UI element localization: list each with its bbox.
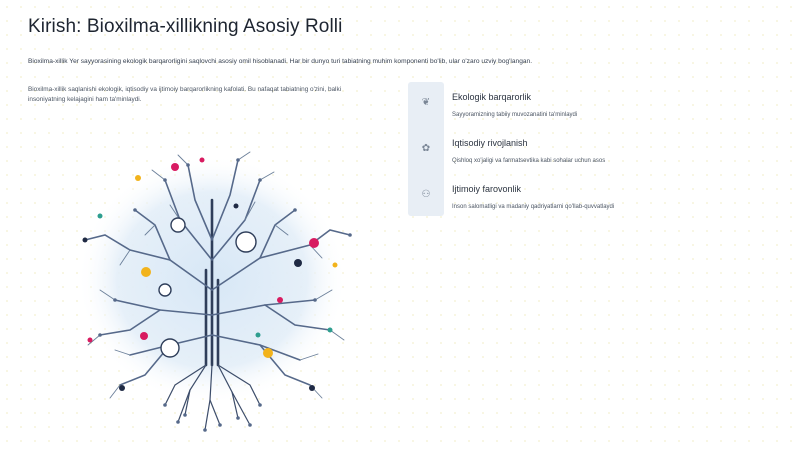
yellow-nodes [135, 175, 338, 358]
circuit-tree-illustration [77, 151, 352, 432]
navy-nodes [82, 203, 315, 391]
feature-ecological: ❦ Ekologik barqarorlik Sayyoramizning ta… [408, 82, 638, 128]
feature-title: Ekologik barqarorlik [452, 92, 532, 102]
tree-roots [164, 364, 261, 431]
feature-text: Sayyoramizning tabiiy muvozanatini ta'mi… [452, 112, 578, 118]
endpoint-dots [98, 158, 352, 432]
intro-paragraph: Bioxilma-xillik Yer sayyorasining ekolog… [28, 58, 533, 65]
leaf-icon: ❦ [421, 97, 431, 108]
feature-title: Ijtimoiy farovonlik [452, 184, 522, 194]
features-panel: ❦ Ekologik barqarorlik Sayyoramizning ta… [408, 82, 638, 220]
feature-text: Qishloq xo'jaligi va farmatsevtika kabi … [452, 158, 606, 164]
page-title: Kirish: Bioxilma-xillikning Asosiy Rolli [28, 16, 343, 37]
features-icon-rail [408, 82, 444, 216]
feature-text: Inson salomatligi va madaniy qadriyatlar… [452, 204, 615, 210]
feature-economic: ✿ Iqtisodiy rivojlanish Qishloq xo'jalig… [408, 128, 638, 174]
sprout-icon: ✿ [421, 143, 431, 154]
tree-twigs [87, 151, 345, 399]
people-icon: ⚇ [421, 189, 431, 200]
feature-title: Iqtisodiy rivojlanish [452, 138, 528, 148]
description-paragraph: Bioxilma-xillik saqlanishi ekologik, iqt… [28, 86, 342, 103]
teal-nodes [97, 213, 333, 338]
red-nodes [87, 157, 319, 343]
hollow-nodes [158, 217, 257, 358]
feature-social: ⚇ Ijtimoiy farovonlik Inson salomatligi … [408, 174, 638, 220]
